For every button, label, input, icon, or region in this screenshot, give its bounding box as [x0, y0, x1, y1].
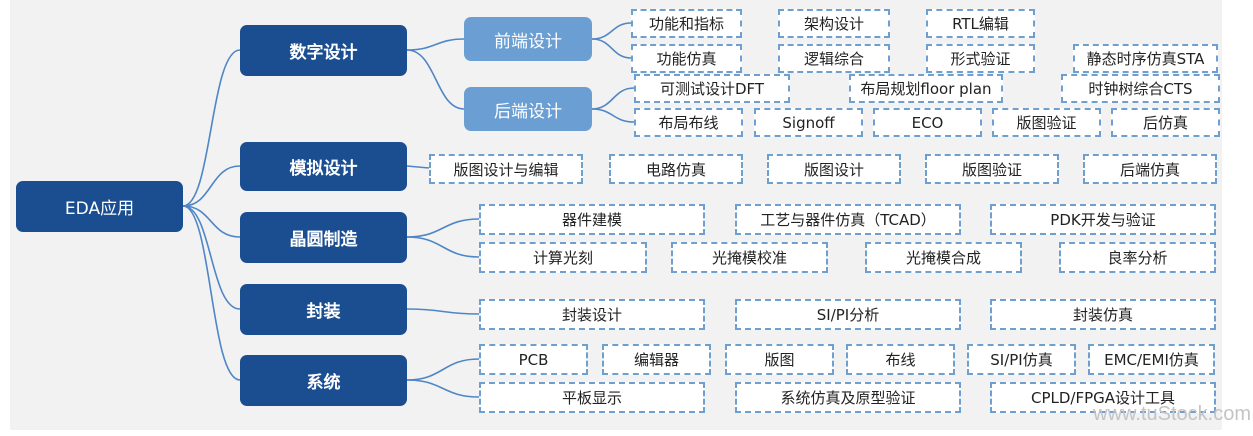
leaf-node: 良率分析 — [1059, 242, 1216, 273]
connector-line — [591, 87, 635, 110]
leaf-node: 封装设计 — [479, 299, 705, 330]
leaf-node: 版图验证 — [992, 108, 1101, 137]
leaf-node: PDK开发与验证 — [990, 204, 1216, 235]
connector-line — [182, 165, 241, 207]
connector-line — [406, 379, 480, 398]
leaf-node: 封装仿真 — [990, 299, 1216, 330]
subcategory-backend-design: 后端设计 — [464, 87, 592, 131]
leaf-node: 电路仿真 — [609, 154, 743, 184]
leaf-node: RTL编辑 — [926, 9, 1035, 38]
watermark: www.tuStock.com — [1093, 403, 1251, 425]
leaf-node: CPLD/FPGA设计工具 — [990, 382, 1216, 413]
subcategory-frontend-design: 前端设计 — [464, 17, 592, 61]
leaf-node: SI/PI仿真 — [967, 344, 1076, 375]
connector-line — [591, 108, 635, 123]
category-wafer-manufacturing: 晶圆制造 — [240, 212, 407, 263]
connector-line — [182, 49, 241, 207]
leaf-node: 形式验证 — [926, 44, 1035, 73]
leaf-node: 布局布线 — [634, 108, 743, 137]
leaf-node: EMC/EMI仿真 — [1088, 344, 1215, 375]
leaf-node: 时钟树综合CTS — [1061, 74, 1220, 103]
leaf-node: 版图设计 — [767, 154, 901, 184]
leaf-node: 逻辑综合 — [778, 44, 890, 73]
leaf-node: 可测试设计DFT — [634, 74, 790, 103]
leaf-node: 功能和指标 — [631, 9, 742, 38]
connector-line — [182, 205, 241, 381]
leaf-node: 器件建模 — [479, 204, 705, 235]
leaf-node: ECO — [873, 108, 982, 137]
leaf-node: SI/PI分析 — [735, 299, 961, 330]
connector-line — [591, 38, 632, 59]
leaf-node: 系统仿真及原型验证 — [735, 382, 961, 413]
connector-line — [406, 218, 480, 238]
connector-line — [406, 165, 430, 169]
leaf-node: 版图 — [725, 344, 834, 375]
leaf-node: 工艺与器件仿真（TCAD） — [735, 204, 961, 235]
leaf-node: 后端仿真 — [1083, 154, 1217, 184]
leaf-node: 计算光刻 — [479, 242, 647, 273]
leaf-node: Signoff — [754, 108, 863, 137]
connector-line — [182, 205, 241, 310]
leaf-node: 架构设计 — [778, 9, 890, 38]
connector-line — [406, 49, 465, 110]
connector-line — [182, 205, 241, 238]
leaf-node: PCB — [479, 344, 588, 375]
category-packaging: 封装 — [240, 284, 407, 335]
leaf-node: 静态时序仿真STA — [1073, 44, 1218, 73]
connector-line — [406, 308, 480, 315]
leaf-node: 版图设计与编辑 — [429, 154, 583, 184]
connector-line — [406, 38, 465, 51]
leaf-node: 布线 — [846, 344, 955, 375]
leaf-node: 光掩模合成 — [865, 242, 1022, 273]
leaf-node: 功能仿真 — [631, 44, 742, 73]
category-system: 系统 — [240, 355, 407, 406]
leaf-node: 后仿真 — [1111, 108, 1220, 137]
connector-line — [406, 236, 480, 258]
leaf-node: 版图验证 — [925, 154, 1059, 184]
leaf-node: 编辑器 — [602, 344, 711, 375]
category-digital-design: 数字设计 — [240, 25, 407, 76]
root-node: EDA应用 — [16, 181, 183, 232]
category-analog-design: 模拟设计 — [240, 142, 407, 191]
leaf-node: 平板显示 — [479, 382, 705, 413]
leaf-node: 光掩模校准 — [671, 242, 828, 273]
connector-line — [591, 22, 632, 40]
connector-line — [406, 358, 480, 381]
leaf-node: 布局规划floor plan — [849, 74, 1003, 103]
